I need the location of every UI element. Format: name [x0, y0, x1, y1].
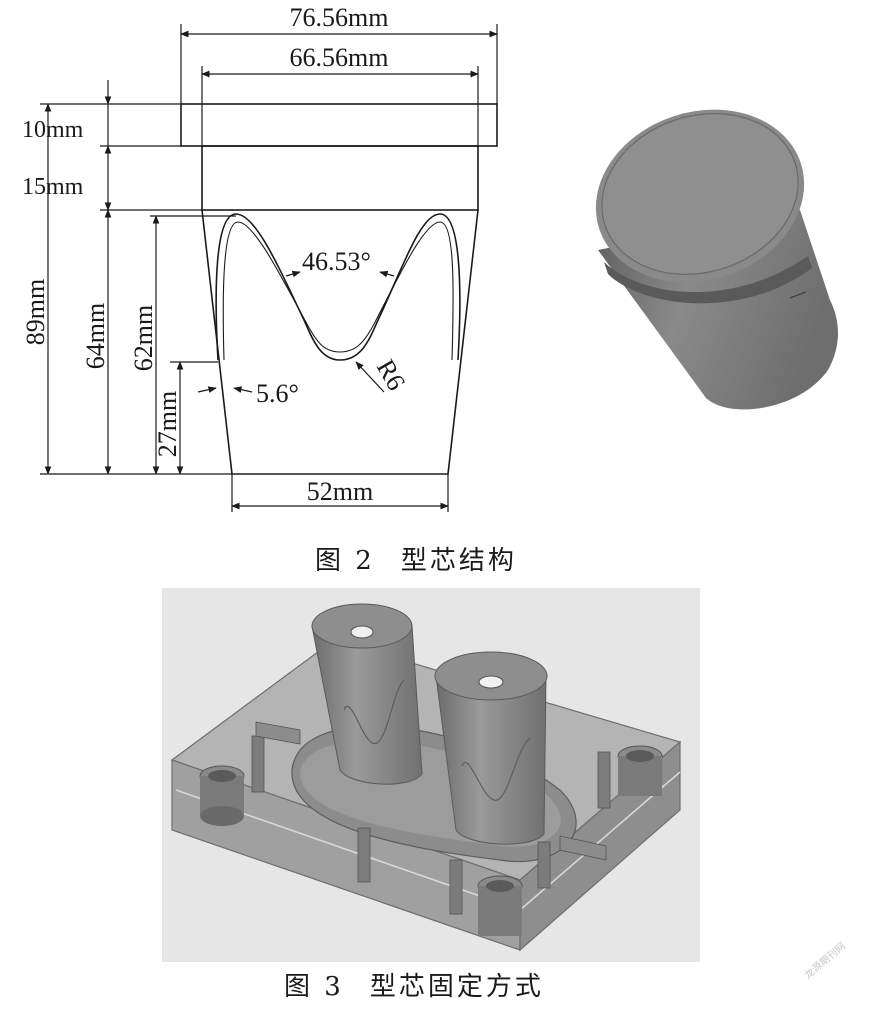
dim-top-inner: 66.56mm — [290, 43, 389, 72]
dim-fillet-radius: R6 — [371, 355, 411, 396]
figure-2-title: 型芯结构 — [400, 546, 517, 576]
dim-groove-height: 62mm — [129, 305, 158, 371]
dim-flange-height: 10mm — [22, 117, 84, 143]
figure-3-title: 型芯固定方式 — [369, 972, 544, 1002]
groove-outline — [215, 213, 461, 361]
dim-bottom-width: 52mm — [307, 477, 373, 506]
figure-2-caption: 图 2 型芯结构 — [315, 540, 517, 577]
dim-groove-angle: 46.53° — [302, 247, 371, 276]
dim-body-height: 64mm — [81, 303, 110, 369]
dim-total-height: 89mm — [21, 279, 50, 345]
flange-outline — [180, 103, 498, 147]
figure-3-number: 图 3 — [284, 972, 344, 1002]
dim-taper-angle: 5.6° — [256, 379, 299, 408]
core-3d-render — [595, 109, 838, 410]
fixture-3d-render — [162, 588, 700, 962]
dim-lower-height: 27mm — [153, 391, 182, 457]
figure-3-caption: 图 3 型芯固定方式 — [284, 966, 544, 1003]
dim-band-height: 15mm — [22, 174, 84, 200]
dim-top-outer: 76.56mm — [290, 3, 389, 32]
figure-2-number: 图 2 — [315, 546, 375, 576]
groove-inner-line — [222, 221, 454, 361]
figure-2-drawing — [40, 24, 498, 512]
band-outline — [201, 145, 479, 211]
